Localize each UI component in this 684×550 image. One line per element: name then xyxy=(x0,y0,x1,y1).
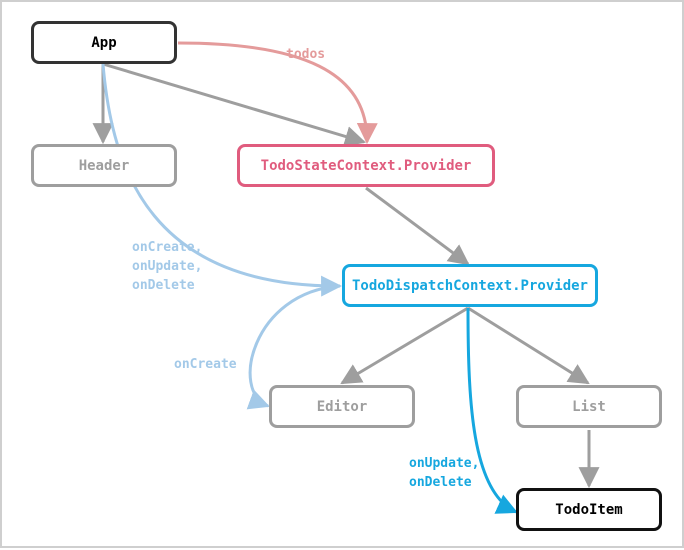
todo-item-node: TodoItem xyxy=(516,488,662,531)
label-line: onUpdate, xyxy=(409,456,480,471)
todos-label: todos xyxy=(286,47,326,62)
label-line: onUpdate, xyxy=(132,259,203,274)
label-line: onDelete xyxy=(409,475,472,490)
edge-app-state-provider xyxy=(102,62,367,147)
editor-node: Editor xyxy=(269,385,415,428)
edge-dispatch-list xyxy=(467,306,590,385)
edge-app-dispatch xyxy=(101,63,343,297)
edge-dispatch-editor xyxy=(246,284,341,410)
app-node: App xyxy=(31,21,177,64)
edge-todos xyxy=(177,41,378,145)
app-dispatch-label: onCreate, onUpdate, onDelete xyxy=(132,238,202,295)
edge-state-dispatch xyxy=(365,186,470,266)
dispatch-item-label: onUpdate, onDelete xyxy=(409,454,479,492)
dispatch-editor-label: onCreate xyxy=(174,357,237,372)
header-node: Header xyxy=(31,144,177,187)
list-node: List xyxy=(516,385,662,428)
todo-dispatch-provider-node: TodoDispatchContext.Provider xyxy=(342,264,598,307)
edge-dispatch-editor-gray xyxy=(340,306,469,385)
edge-dispatch-item xyxy=(466,307,518,514)
label-line: onDelete xyxy=(132,278,195,293)
todo-state-provider-node: TodoStateContext.Provider xyxy=(237,144,495,187)
label-line: onCreate, xyxy=(132,240,203,255)
